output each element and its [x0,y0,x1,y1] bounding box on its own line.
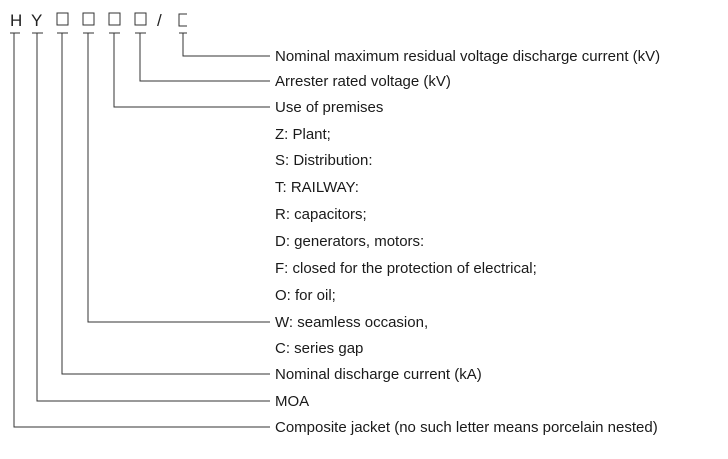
leader-discharge-current [61,33,270,375]
label-discharge-current: Nominal discharge current (kA) [275,366,482,383]
leader-residual-voltage [182,33,270,57]
label-premise-f: F: closed for the protection of electric… [275,260,537,277]
label-use-of-premises: Use of premises [275,99,383,116]
label-composite-jacket: Composite jacket (no such letter means p… [275,419,658,436]
label-rated-voltage: Arrester rated voltage (kV) [275,73,451,90]
leader-composite-jacket [13,33,270,428]
label-premise-w: W: seamless occasion, [275,314,428,331]
label-residual-voltage: Nominal maximum residual voltage dischar… [275,48,660,65]
leader-rated-voltage [139,33,270,82]
code-box-use [108,12,121,26]
code-box-discharge-current [56,12,69,26]
leader-premise-w [87,33,270,323]
code-letter-y: Y [31,11,42,30]
code-separator: / [157,11,162,30]
code-box-rated-voltage [134,12,147,26]
code-box-residual-voltage [178,13,187,27]
label-premise-z: Z: Plant; [275,126,331,143]
label-premise-t: T: RAILWAY: [275,179,359,196]
leader-moa [36,33,270,402]
label-premise-c: C: series gap [275,340,363,357]
leader-use-of-premises [113,33,270,108]
label-premise-d: D: generators, motors: [275,233,424,250]
code-letter-h: H [10,11,22,30]
code-box-premises [82,12,95,26]
label-premise-r: R: capacitors; [275,206,367,223]
label-premise-s: S: Distribution: [275,152,373,169]
label-premise-o: O: for oil; [275,287,336,304]
label-moa: MOA [275,393,309,410]
